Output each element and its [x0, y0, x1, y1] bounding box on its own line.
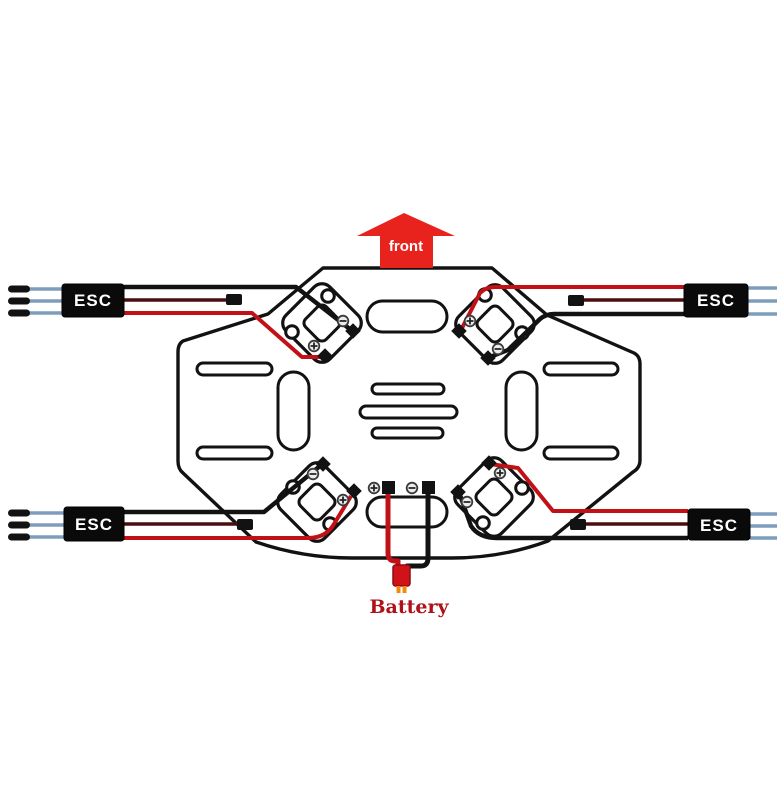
right-slot-top — [542, 361, 620, 377]
negative-wire — [457, 494, 688, 541]
positive-wire — [489, 462, 688, 513]
minus-terminal-icon — [306, 467, 320, 481]
left-slot-top — [195, 361, 274, 377]
bullet-connector — [8, 285, 30, 293]
screw-hole — [514, 480, 530, 496]
minus-terminal-icon — [336, 314, 350, 328]
negative-wire — [124, 464, 322, 515]
up-arrow-icon — [357, 213, 455, 268]
minus-terminal-icon — [460, 495, 474, 509]
plus-terminal-icon — [463, 314, 477, 328]
frame-cutouts — [195, 299, 620, 529]
esc-bottom-left: ESC — [63, 506, 125, 542]
negative-wire — [124, 284, 353, 332]
left-slot-bottom — [195, 445, 274, 461]
screw-hole — [284, 324, 300, 340]
plus-terminal-icon — [367, 481, 381, 495]
esc-wiring-top-left — [8, 284, 353, 359]
left-vertical-cutout — [276, 370, 311, 452]
signal-connector — [570, 519, 586, 530]
esc-top-right: ESC — [683, 283, 749, 318]
minus-terminal-icon — [491, 342, 505, 356]
esc-label: ESC — [75, 515, 113, 534]
front-label: front — [389, 238, 423, 255]
bullet-connector — [8, 509, 30, 517]
signal-connector — [568, 295, 584, 306]
battery-negative-wire — [404, 493, 431, 571]
plus-terminal-icon — [307, 339, 321, 353]
right-vertical-cutout — [504, 370, 539, 452]
center-vent-slot — [370, 382, 446, 396]
bullet-connector — [8, 309, 30, 317]
connector-prong — [396, 586, 401, 593]
center-vent-slot — [370, 426, 445, 440]
signal-connector — [226, 294, 242, 305]
esc-top-left: ESC — [61, 283, 125, 318]
screw-hole — [320, 288, 336, 304]
battery-wiring — [367, 481, 435, 593]
bullet-connector — [8, 533, 30, 541]
esc-label: ESC — [700, 516, 738, 535]
negative-wire — [489, 311, 686, 360]
esc-label: ESC — [74, 291, 112, 310]
battery-positive-pad — [382, 481, 395, 494]
esc-wiring-bottom-right — [457, 462, 777, 541]
battery-label: Battery — [369, 596, 449, 618]
plus-terminal-icon — [336, 493, 350, 507]
bullet-connector — [8, 521, 30, 529]
bottom-stadium-cutout — [365, 495, 449, 529]
battery-positive-wire — [385, 493, 401, 568]
esc-wiring-top-right — [459, 285, 777, 360]
center-vent-slot — [358, 404, 459, 420]
positive-wire — [459, 285, 686, 331]
esc-wiring-bottom-left — [8, 464, 353, 541]
connector-prong — [402, 586, 407, 593]
esc-bottom-right: ESC — [687, 508, 751, 541]
bullet-connector — [8, 297, 30, 305]
top-stadium-cutout — [365, 299, 449, 334]
positive-wire — [124, 494, 353, 540]
signal-connector — [237, 519, 253, 530]
motor-mount-top-left — [281, 282, 363, 364]
esc-label: ESC — [697, 291, 735, 310]
screw-hole — [475, 515, 491, 531]
battery-connector — [392, 564, 411, 587]
right-slot-bottom — [542, 445, 620, 461]
battery-negative-pad — [422, 481, 435, 494]
front-direction-arrow: front — [357, 213, 455, 268]
motor-mount-bottom-right — [453, 456, 535, 538]
positive-wire — [124, 311, 322, 359]
minus-terminal-icon — [405, 481, 419, 495]
plus-terminal-icon — [493, 466, 507, 480]
